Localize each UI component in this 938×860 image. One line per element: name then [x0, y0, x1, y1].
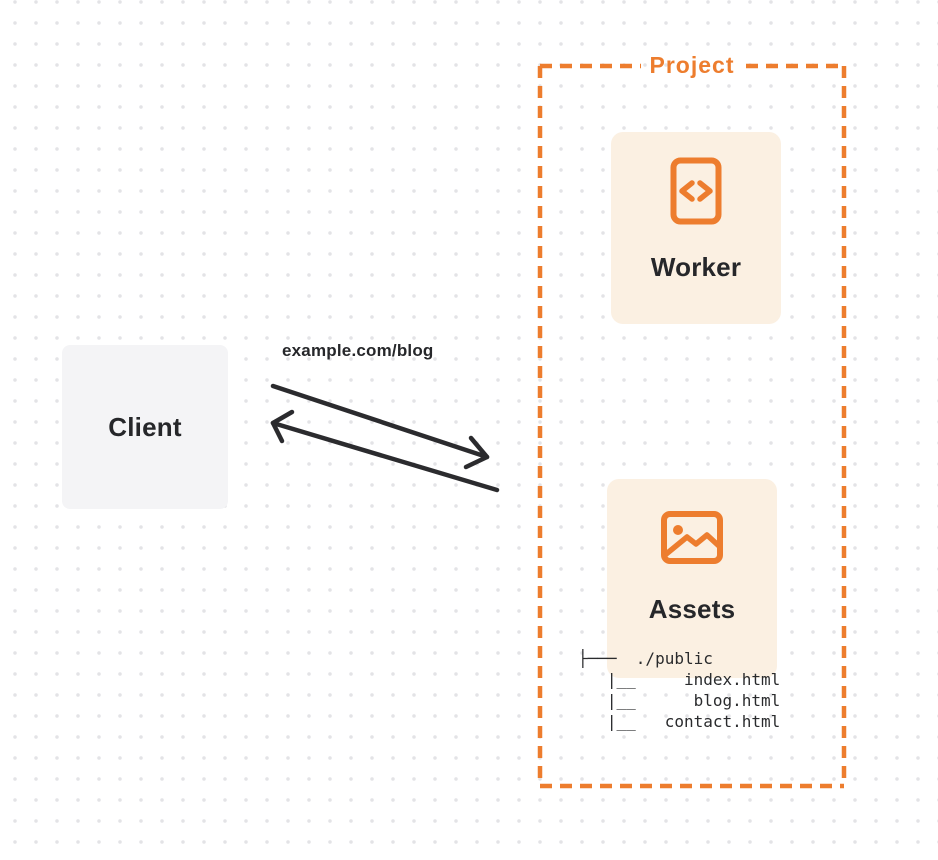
assets-node: Assets: [607, 479, 777, 678]
worker-label: Worker: [650, 252, 742, 282]
image-icon: [661, 511, 723, 564]
client-label: Client: [108, 411, 182, 442]
image-icon-sun: [673, 525, 683, 535]
assets-file-tree: ├─── ./public |__ index.html |__ blog.ht…: [578, 649, 781, 731]
request-arrow: [270, 383, 490, 470]
response-arrow: [270, 409, 500, 493]
worker-node: Worker: [611, 132, 781, 324]
code-document-icon: [670, 157, 722, 225]
assets-label: Assets: [648, 594, 736, 624]
client-node: Client: [62, 345, 228, 509]
project-label: Project: [649, 52, 735, 78]
request-url-label: example.com/blog: [282, 341, 434, 360]
